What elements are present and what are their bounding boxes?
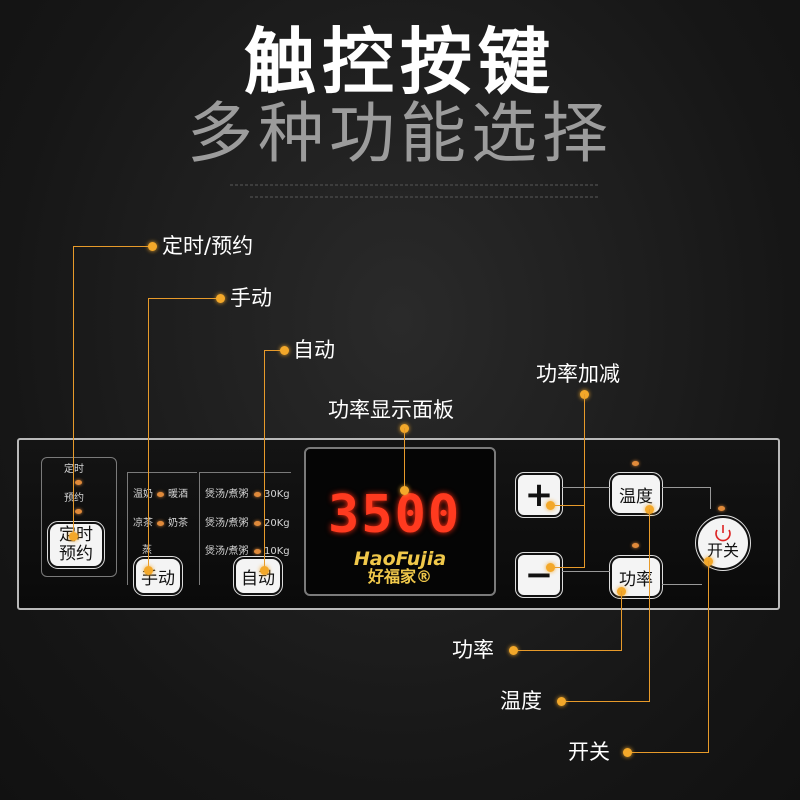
trace-line bbox=[562, 571, 610, 572]
temperature-button[interactable]: 温度 bbox=[609, 472, 663, 516]
callout-onoff: 开关 bbox=[568, 740, 610, 764]
callout-power: 功率 bbox=[452, 638, 494, 662]
callout-line bbox=[73, 246, 74, 536]
callout-dot bbox=[623, 748, 632, 757]
mode-label: 蒸 bbox=[142, 545, 152, 556]
callout-line bbox=[404, 428, 405, 490]
callout-temperature: 温度 bbox=[500, 689, 542, 713]
callout-dot bbox=[280, 346, 289, 355]
trace-line bbox=[710, 487, 711, 509]
callout-adjust: 功率加减 bbox=[536, 362, 620, 386]
callout-line bbox=[264, 350, 284, 351]
mode-led bbox=[254, 492, 261, 497]
callout-manual: 手动 bbox=[230, 286, 272, 310]
timer-reserve-button[interactable]: 定时 预约 bbox=[47, 521, 105, 569]
callout-line bbox=[584, 394, 585, 568]
callout-dot bbox=[69, 532, 78, 541]
callout-line bbox=[264, 350, 265, 572]
callout-line bbox=[621, 591, 622, 651]
mode-label: 煲汤/煮粥 bbox=[205, 518, 249, 529]
timer-button-label-2: 预约 bbox=[59, 544, 93, 564]
timer-led bbox=[75, 480, 82, 485]
fine-print-line bbox=[250, 196, 600, 198]
minus-button[interactable]: − bbox=[515, 552, 563, 598]
callout-dot bbox=[557, 697, 566, 706]
mode-led bbox=[157, 492, 164, 497]
callout-line bbox=[562, 701, 650, 702]
onoff-label: 开关 bbox=[706, 541, 739, 560]
fine-print-line bbox=[230, 184, 600, 186]
callout-display: 功率显示面板 bbox=[328, 398, 454, 422]
callout-dot bbox=[260, 566, 269, 575]
mode-led bbox=[254, 549, 261, 554]
mode-label: 10Kg bbox=[264, 546, 290, 557]
mode-label: 20Kg bbox=[264, 518, 290, 529]
callout-line bbox=[148, 298, 149, 572]
power-led bbox=[632, 543, 639, 548]
page-title: 触控按键 bbox=[243, 20, 556, 104]
callout-line bbox=[649, 509, 650, 702]
plus-button[interactable]: + bbox=[515, 472, 563, 518]
callout-dot bbox=[216, 294, 225, 303]
callout-dot bbox=[509, 646, 518, 655]
mode-label: 30Kg bbox=[264, 489, 290, 500]
led-label-reserve: 预约 bbox=[64, 493, 84, 504]
manual-box: 温奶 暖酒 凉茶 奶茶 蒸 手动 bbox=[127, 472, 197, 596]
temp-led bbox=[632, 461, 639, 466]
brand-logo-cn: 好福家® bbox=[367, 567, 432, 586]
brand-logo-en: HaoFujia bbox=[353, 548, 447, 570]
manual-button[interactable]: 手动 bbox=[133, 556, 183, 596]
auto-button[interactable]: 自动 bbox=[233, 556, 283, 596]
callout-dot bbox=[144, 566, 153, 575]
trace-line bbox=[662, 487, 710, 488]
mode-led bbox=[254, 521, 261, 526]
callout-auto: 自动 bbox=[293, 338, 335, 362]
callout-timer: 定时/预约 bbox=[162, 234, 254, 258]
callout-line bbox=[73, 246, 153, 247]
timer-box: 定时 预约 定时 预约 bbox=[41, 457, 117, 577]
callout-line bbox=[148, 298, 220, 299]
mode-label: 暖酒 bbox=[168, 489, 188, 500]
auto-box: 煲汤/煮粥 30Kg 煲汤/煮粥 20Kg 煲汤/煮粥 10Kg 自动 bbox=[199, 472, 291, 596]
callout-line bbox=[708, 561, 709, 753]
mode-label: 煲汤/煮粥 bbox=[205, 489, 249, 500]
callout-line bbox=[550, 505, 584, 506]
callout-line bbox=[514, 650, 622, 651]
led-label-timer: 定时 bbox=[64, 464, 84, 475]
mode-label: 煲汤/煮粥 bbox=[205, 546, 249, 557]
power-readout: 3500 bbox=[328, 485, 462, 545]
trace-line bbox=[562, 487, 610, 488]
page-subtitle: 多种功能选择 bbox=[187, 95, 613, 172]
power-icon bbox=[715, 525, 731, 542]
callout-dot bbox=[148, 242, 157, 251]
onoff-led bbox=[718, 506, 725, 511]
mode-label: 奶茶 bbox=[168, 518, 188, 529]
callout-line bbox=[550, 567, 584, 568]
callout-dot bbox=[400, 486, 409, 495]
trace-line bbox=[662, 584, 702, 585]
power-display: 3500 HaoFujia 好福家® bbox=[304, 447, 496, 596]
reserve-led bbox=[75, 509, 82, 514]
callout-line bbox=[628, 752, 709, 753]
mode-led bbox=[157, 521, 164, 526]
callout-dot bbox=[546, 563, 555, 572]
callout-dot bbox=[546, 501, 555, 510]
mode-label: 温奶 bbox=[133, 489, 153, 500]
mode-label: 凉茶 bbox=[133, 518, 153, 529]
